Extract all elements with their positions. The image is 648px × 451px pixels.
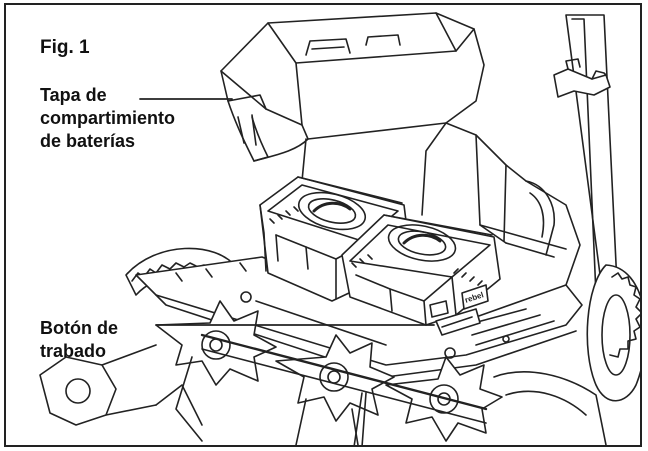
leader-lines [139, 98, 435, 326]
lock-button-callout-line-1: Botón de [40, 318, 118, 338]
battery-lid-callout: Tapa de compartimiento de baterías [40, 84, 240, 153]
battery-compartment-lid [220, 12, 485, 162]
battery-lid-callout-line-1: Tapa de [40, 85, 107, 105]
handle-bar [553, 14, 619, 306]
figure-frame: Fig. 1 Tapa de compartimiento de batería… [4, 3, 642, 447]
figure-label: Fig. 1 [40, 37, 90, 58]
battery-brand-mark: rebel [464, 290, 485, 303]
lock-button-callout: Botón de trabado [40, 317, 200, 363]
battery-lid-callout-line-2: compartimiento [40, 108, 176, 128]
lock-button-callout-line-2: trabado [40, 341, 107, 361]
lock-button [435, 308, 481, 336]
battery-brand-mark-text: rebel [464, 290, 485, 303]
tiller-battery-illustration [39, 12, 640, 445]
battery-lid-callout-line-3: de baterías [40, 131, 136, 151]
tines [39, 300, 607, 445]
right-wheel [586, 264, 640, 402]
battery-right [341, 214, 501, 326]
